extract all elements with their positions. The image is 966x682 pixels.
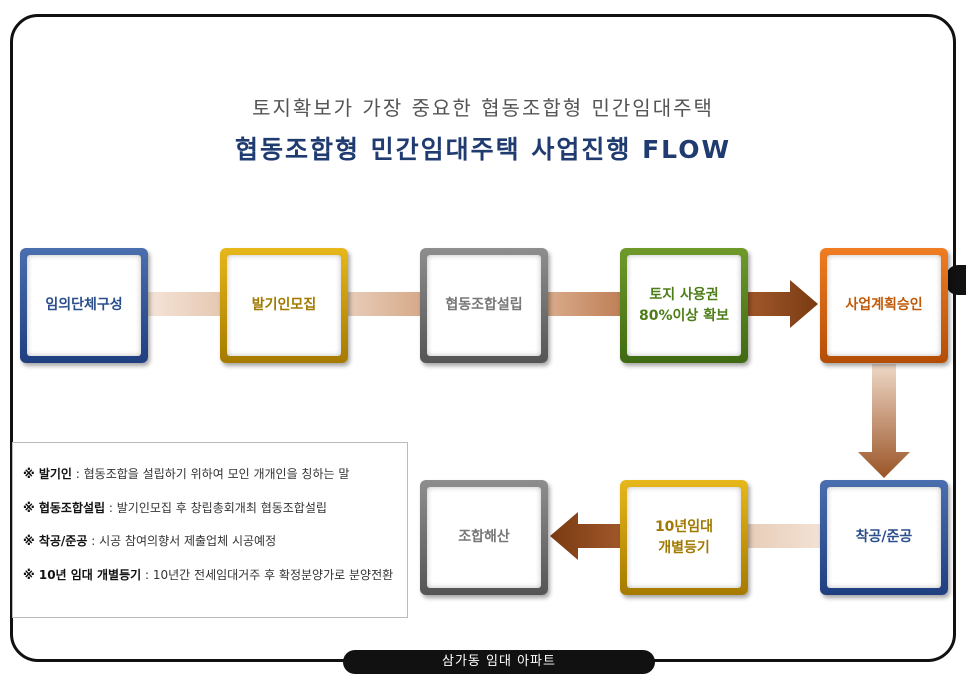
step-1-box: 임의단체구성 (20, 248, 148, 363)
step-8-box: 조합해산 (420, 480, 548, 595)
step-7-label: 10년임대 개별등기 (627, 487, 741, 588)
legend-desc: : 협동조합을 설립하기 위하여 모인 개개인을 칭하는 말 (71, 467, 350, 481)
step-3-label: 협동조합설립 (427, 255, 541, 356)
step-2-label: 발기인모집 (227, 255, 341, 356)
legend-term: ※ 착공/준공 (23, 534, 88, 548)
step-7-box: 10년임대 개별등기 (620, 480, 748, 595)
step-5-label: 사업계획승인 (827, 255, 941, 356)
legend-row: ※ 협동조합설립 : 발기인모집 후 창립총회개최 협동조합설립 (23, 499, 407, 533)
step-1-label: 임의단체구성 (27, 255, 141, 356)
legend-row: ※ 착공/준공 : 시공 참여의향서 제출업체 시공예정 (23, 532, 407, 566)
step-4-label: 토지 사용권 80%이상 확보 (627, 255, 741, 356)
frame-side-tab (946, 265, 966, 295)
legend-row: ※ 발기인 : 협동조합을 설립하기 위하여 모인 개개인을 칭하는 말 (23, 465, 407, 499)
legend-desc: : 발기인모집 후 창립총회개최 협동조합설립 (105, 500, 327, 515)
arrow-5-6 (858, 364, 910, 478)
diagram-title: 협동조합형 민간임대주택 사업진행 FLOW (234, 135, 732, 164)
legend-row: ※ 10년 임대 개별등기 : 10년간 전세임대거주 후 확정분양가로 분양전… (23, 566, 407, 600)
connector-3-4 (548, 292, 622, 316)
legend-box: ※ 발기인 : 협동조합을 설립하기 위하여 모인 개개인을 칭하는 말 ※ 협… (12, 442, 408, 618)
connector-1-2 (148, 292, 222, 316)
step-3-box: 협동조합설립 (420, 248, 548, 363)
footer-label: 삼가동 임대 아파트 (343, 650, 655, 674)
legend-term: ※ 10년 임대 개별등기 (23, 567, 142, 582)
connector-6-7 (748, 524, 822, 548)
step-4-box: 토지 사용권 80%이상 확보 (620, 248, 748, 363)
legend-desc: : 10년간 전세임대거주 후 확정분양가로 분양전환 (141, 567, 394, 582)
legend-term: ※ 협동조합설립 (23, 500, 106, 515)
connector-2-3 (348, 292, 422, 316)
step-8-label: 조합해산 (427, 487, 541, 588)
legend-desc: : 시공 참여의향서 제출업체 시공예정 (87, 534, 277, 548)
step-2-box: 발기인모집 (220, 248, 348, 363)
step-6-box: 착공/준공 (820, 480, 948, 595)
step-6-label: 착공/준공 (827, 487, 941, 588)
legend-term: ※ 발기인 (23, 467, 72, 481)
step-5-box: 사업계획승인 (820, 248, 948, 363)
diagram-subtitle: 토지확보가 가장 중요한 협동조합형 민간임대주택 (252, 96, 714, 120)
arrow-7-8 (550, 512, 622, 560)
arrow-4-5 (748, 280, 818, 328)
